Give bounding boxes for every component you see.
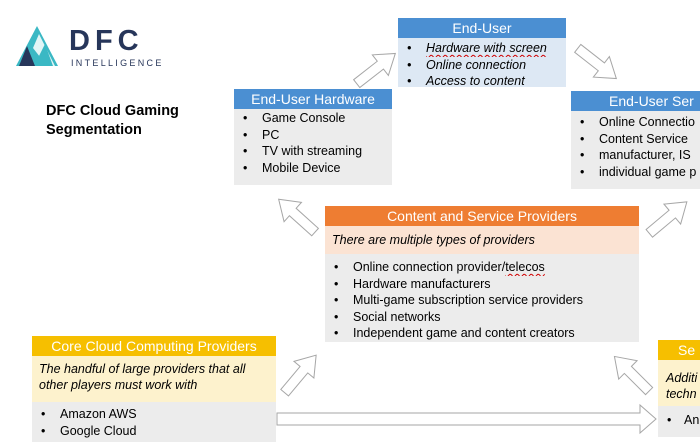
content-providers-subtitle-band: There are multiple types of providers — [325, 226, 639, 254]
provider-item: Independent game and content creators — [325, 325, 639, 342]
arrow-cloud-to-content — [280, 354, 317, 397]
provider-item: Online connection provider/telecos — [325, 259, 639, 276]
core-cloud-subtitle-band: The handful of large providers that all … — [32, 356, 276, 402]
arrow-content-to-hardware — [277, 198, 320, 237]
cloud-item: Google Cloud — [32, 423, 276, 440]
arrow-right-to-content — [613, 355, 654, 396]
hardware-item: PC — [234, 127, 392, 144]
end-user-hardware-header: End-User Hardware — [234, 89, 392, 109]
core-cloud-subtitle-1: The handful of large providers that all — [39, 362, 246, 376]
arrow-content-to-services — [645, 201, 688, 238]
hardware-item: TV with streaming — [234, 143, 392, 160]
end-user-item: Access to content — [398, 73, 566, 90]
hardware-item: Game Console — [234, 110, 392, 127]
end-user-item: Online connection — [398, 57, 566, 74]
end-user-item: Hardware with screen — [398, 40, 566, 57]
end-user-hardware-body: Game Console PC TV with streaming Mobile… — [234, 109, 392, 185]
arrow-cloud-to-right — [276, 403, 657, 435]
logo-subtitle: INTELLIGENCE — [71, 58, 164, 68]
page-title: DFC Cloud Gaming Segmentation — [46, 102, 179, 140]
end-user-services-header: End-User Ser — [571, 91, 700, 111]
provider-item: Multi-game subscription service provider… — [325, 292, 639, 309]
services-item: manufacturer, IS — [571, 147, 700, 164]
cloud-item: Amazon AWS — [32, 406, 276, 423]
title-line-2: Segmentation — [46, 122, 142, 138]
services-item: Content Service — [571, 131, 700, 148]
end-user-header: End-User — [398, 18, 566, 38]
logo-brand: DFC — [69, 25, 144, 57]
provider-item: Social networks — [325, 309, 639, 326]
content-providers-header: Content and Service Providers — [325, 206, 639, 226]
provider-item: Hardware manufacturers — [325, 276, 639, 293]
services-item: individual game p — [571, 164, 700, 181]
right-bottom-line-1: Additi — [666, 371, 698, 385]
core-cloud-subtitle-2: other players must work with — [39, 378, 198, 392]
right-bottom-line-2: techn — [666, 387, 697, 401]
right-bottom-subtitle-band: Additi techn — [658, 360, 700, 406]
arrow-enduser-to-services — [573, 43, 618, 80]
right-bottom-header: Se — [658, 340, 700, 360]
core-cloud-header: Core Cloud Computing Providers — [32, 336, 276, 356]
title-line-1: DFC Cloud Gaming — [46, 103, 179, 119]
end-user-body: Hardware with screen Online connection A… — [398, 38, 566, 90]
services-item: Online Connectio — [571, 114, 700, 131]
arrow-hardware-to-enduser — [352, 52, 397, 89]
end-user-services-body: Online Connectio Content Service manufac… — [571, 111, 700, 189]
content-providers-subtitle: There are multiple types of providers — [332, 233, 535, 247]
logo-mark-icon — [16, 26, 58, 66]
dfc-logo: DFC INTELLIGENCE — [13, 24, 173, 74]
core-cloud-body: Amazon AWS Google Cloud — [32, 402, 276, 442]
right-bottom-body: An — [658, 406, 700, 437]
content-providers-body: Online connection provider/telecos Hardw… — [325, 254, 639, 342]
right-bottom-item: An — [658, 412, 700, 429]
hardware-item: Mobile Device — [234, 160, 392, 177]
